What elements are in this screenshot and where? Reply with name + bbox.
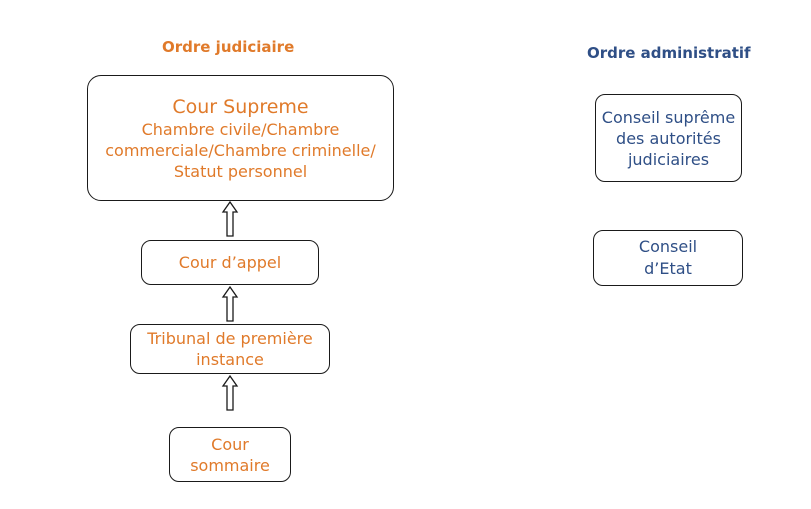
tribunal-label-line: Tribunal de première (147, 329, 313, 348)
conseil-etat-box: Conseil d’Etat (593, 230, 743, 286)
conseil-supreme-label-line: Conseil suprême (601, 107, 736, 127)
cour-supreme-line: Chambre civile/Chambre (141, 119, 340, 139)
tribunal-label-line: instance (196, 350, 264, 369)
hollow-up-arrow-icon (221, 201, 239, 237)
conseil-supreme-label-line: judiciaires (627, 149, 710, 169)
cour-appel-label: Cour d’appel (178, 253, 282, 272)
cour-sommaire-box: Cour sommaire (169, 427, 291, 482)
cour-supreme-title: Cour Supreme (172, 95, 309, 118)
cour-supreme-line: Statut personnel (173, 161, 308, 181)
hollow-up-arrow-icon (221, 286, 239, 322)
hollow-up-arrow-icon (221, 375, 239, 411)
cour-sommaire-label-line: sommaire (190, 455, 270, 475)
tribunal-premiere-instance-box: Tribunal de première instance (130, 324, 330, 374)
ordre-judiciaire-heading: Ordre judiciaire (162, 38, 295, 56)
cour-appel-box: Cour d’appel (141, 240, 319, 285)
conseil-supreme-label-line: des autorités (616, 128, 721, 148)
cour-sommaire-label-line: Cour (211, 434, 249, 454)
conseil-etat-label-line: d’Etat (644, 259, 692, 278)
cour-supreme-line: commerciale/Chambre criminelle/ (105, 140, 376, 160)
ordre-administratif-heading: Ordre administratif (587, 44, 751, 62)
conseil-etat-label-line: Conseil (638, 237, 698, 256)
conseil-supreme-box: Conseil suprême des autorités judiciaire… (595, 94, 742, 182)
cour-supreme-box: Cour Supreme Chambre civile/Chambre comm… (87, 75, 394, 201)
